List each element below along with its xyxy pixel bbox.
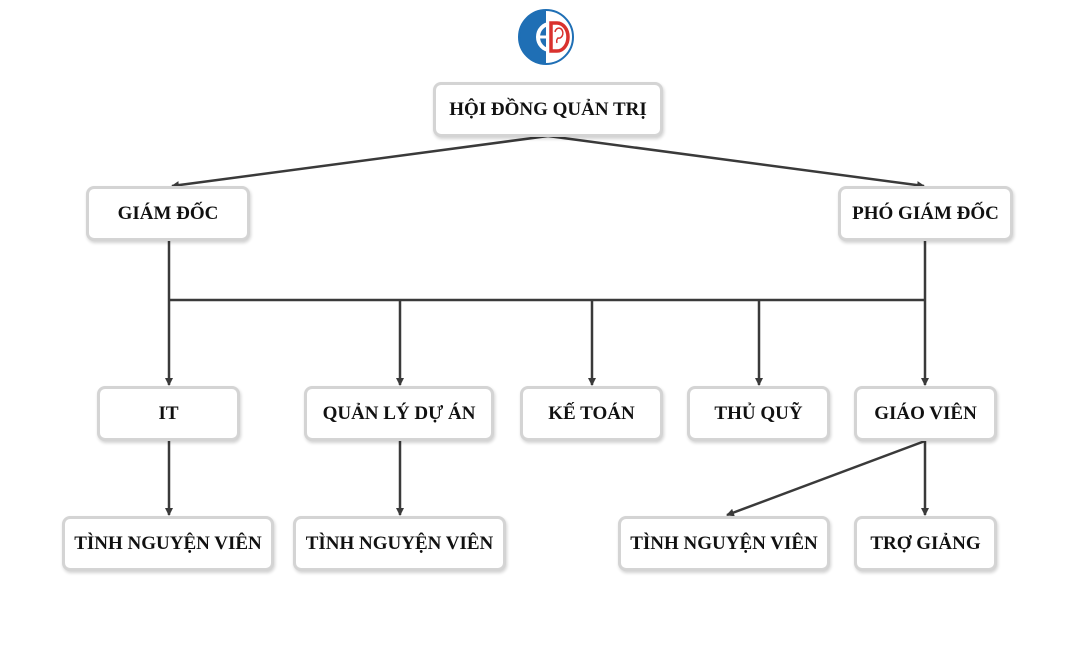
node-pm-volunteer: TÌNH NGUYỆN VIÊN [293, 516, 506, 571]
node-it: IT [97, 386, 240, 441]
logo [517, 8, 575, 66]
node-accountant: KẾ TOÁN [520, 386, 663, 441]
edge-board-vice [547, 134, 925, 190]
node-teacher-volunteer: TÌNH NGUYỆN VIÊN [618, 516, 830, 571]
node-it-volunteer: TÌNH NGUYỆN VIÊN [62, 516, 274, 571]
edge-board-director [171, 134, 549, 190]
node-project-manager: QUẢN LÝ DỰ ÁN [304, 386, 494, 441]
node-treasurer: THỦ QUỸ [687, 386, 830, 441]
node-vice-director: PHÓ GIÁM ĐỐC [838, 186, 1013, 241]
node-teacher: GIÁO VIÊN [854, 386, 997, 441]
node-director: GIÁM ĐỐC [86, 186, 250, 241]
node-teaching-assistant: TRỢ GIẢNG [854, 516, 997, 571]
node-board: HỘI ĐỒNG QUẢN TRỊ [433, 82, 663, 137]
